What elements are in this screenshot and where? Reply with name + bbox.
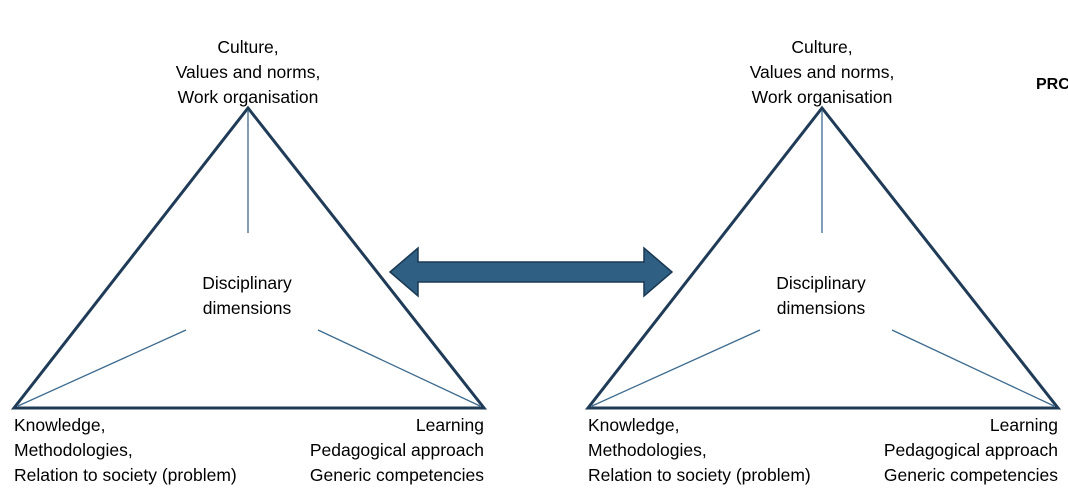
left-top-label-line: Culture, (217, 37, 279, 57)
left-triangle-outline (10, 105, 488, 410)
left-bottom-right-label-line: Generic competencies (309, 465, 484, 485)
left-bottom-left-label-line: Methodologies, (14, 440, 133, 460)
right-triangle-outline (584, 105, 1062, 410)
cut-off-heading: PRC (1036, 76, 1068, 93)
right-triangle-left-spoke (591, 329, 761, 407)
left-bottom-right-label-line: Pedagogical approach (309, 440, 484, 460)
right-bottom-left-label-line: Relation to society (problem) (588, 465, 811, 485)
left-center-label-line: Disciplinary (202, 273, 292, 293)
right-top-label-line: Values and norms, (749, 62, 895, 82)
left-triangle-right-spoke (317, 329, 481, 407)
right-center-label: Disciplinary dimensions (746, 271, 896, 321)
right-triangle-right-spoke (891, 329, 1055, 407)
left-top-label-line: Values and norms, (175, 62, 321, 82)
left-center-label: Disciplinary dimensions (172, 271, 322, 321)
right-bottom-right-label: Learning Pedagogical approach Generic co… (858, 413, 1058, 488)
right-top-label-line: Work organisation (751, 87, 893, 107)
left-center-label-line: dimensions (202, 298, 292, 318)
right-center-label-line: Disciplinary (776, 273, 866, 293)
right-bottom-right-label-line: Pedagogical approach (883, 440, 1058, 460)
right-bottom-left-label: Knowledge, Methodologies, Relation to so… (588, 413, 811, 488)
left-top-label-line: Work organisation (177, 87, 319, 107)
right-center-label-line: dimensions (776, 298, 866, 318)
left-top-label: Culture, Values and norms, Work organisa… (148, 35, 348, 110)
left-bottom-right-label: Learning Pedagogical approach Generic co… (284, 413, 484, 488)
right-bottom-right-label-line: Learning (989, 415, 1058, 435)
right-bottom-left-label-line: Methodologies, (588, 440, 707, 460)
right-top-label: Culture, Values and norms, Work organisa… (722, 35, 922, 110)
left-bottom-right-label-line: Learning (415, 415, 484, 435)
right-top-label-line: Culture, (791, 37, 853, 57)
left-bottom-left-label-line: Knowledge, (14, 415, 106, 435)
right-bottom-right-label-line: Generic competencies (883, 465, 1058, 485)
double-headed-arrow (388, 246, 674, 298)
left-bottom-left-label-line: Relation to society (problem) (14, 465, 237, 485)
left-bottom-left-label: Knowledge, Methodologies, Relation to so… (14, 413, 237, 488)
right-bottom-left-label-line: Knowledge, (588, 415, 680, 435)
left-triangle-left-spoke (17, 329, 187, 407)
